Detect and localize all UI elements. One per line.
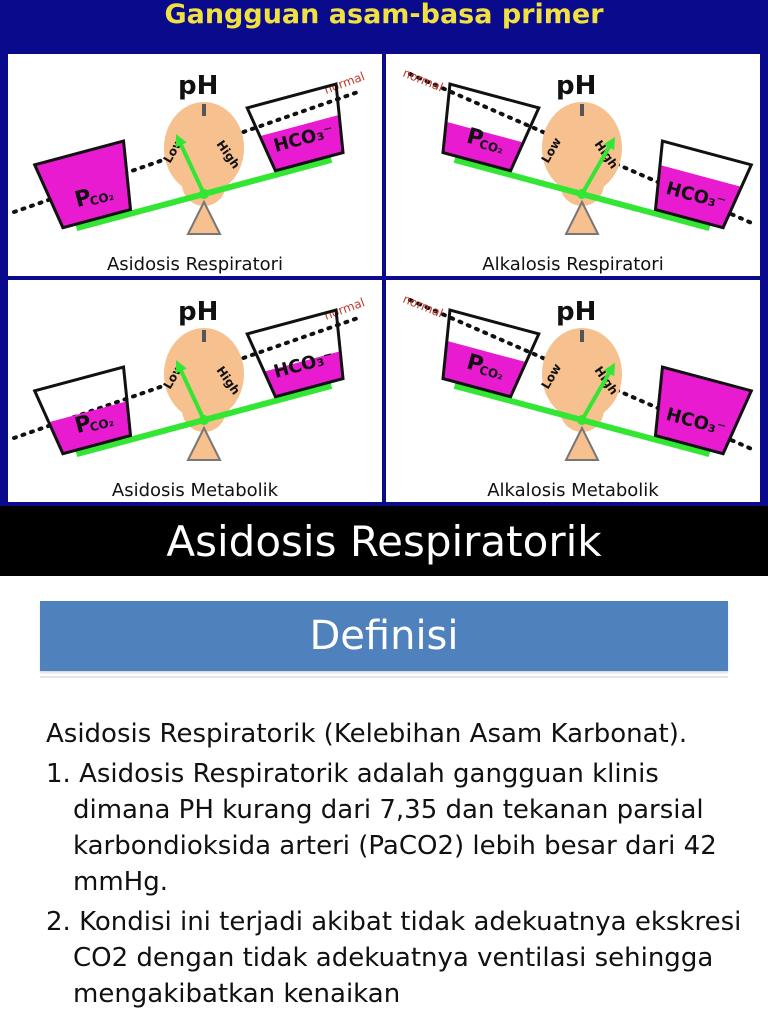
dial-body	[542, 328, 622, 420]
definition-body: Asidosis Respiratorik (Kelebihan Asam Ka…	[46, 716, 746, 1012]
ph-label: pH	[178, 71, 218, 101]
dial-tick-normal	[580, 330, 584, 342]
normal-label: normal	[401, 66, 445, 95]
hco3-bucket: HCO₃⁻	[245, 308, 345, 399]
pivot-triangle	[186, 199, 222, 235]
slide1-title: Gangguan asam-basa primer	[164, 0, 604, 30]
hco3-bucket: HCO₃⁻	[245, 82, 345, 173]
dial-body	[164, 328, 244, 420]
ph-pointer	[580, 141, 614, 195]
slide2-title: Asidosis Respiratorik	[166, 517, 602, 566]
hco3-bucket: HCO₃⁻	[653, 365, 754, 456]
ph-label: pH	[556, 71, 596, 101]
bucket-label-pco2: P	[464, 124, 486, 152]
bucket-outline	[32, 139, 133, 230]
dial-tick-normal	[580, 104, 584, 116]
bucket-fill	[442, 121, 524, 171]
bucket-outline	[653, 365, 754, 456]
normal-label: normal	[322, 295, 366, 323]
pivot-triangle	[564, 425, 600, 461]
slide2-title-band	[0, 506, 768, 576]
bucket-fill	[34, 141, 131, 228]
bucket-outline	[441, 82, 541, 173]
normal-label: normal	[322, 69, 366, 97]
ph-pointer	[176, 138, 206, 195]
dial-tick-normal	[202, 330, 206, 342]
ph-label: pH	[178, 297, 218, 327]
bucket-outline	[653, 139, 754, 230]
normal-label: normal	[401, 292, 445, 321]
panel-caption: Alkalosis Metabolik	[487, 480, 659, 501]
ph-pointer-head	[603, 136, 615, 151]
bucket-outline	[32, 365, 133, 456]
ph-pointer-head	[175, 360, 187, 374]
paragraph-point-2: 2. Kondisi ini terjadi akibat tidak adek…	[46, 907, 742, 1009]
bucket-label-pco2: P	[72, 185, 94, 213]
pivot-triangle	[186, 425, 222, 461]
ph-pointer-head	[175, 134, 187, 148]
bucket-label-pco2: P	[72, 411, 94, 439]
bucket-fill	[655, 367, 752, 454]
bucket-outline	[245, 308, 345, 399]
dial-body	[164, 102, 244, 194]
bucket-label-pco2-sub: CO₂	[478, 137, 505, 157]
bucket-label-pco2: P	[464, 350, 486, 378]
panel-caption: Asidosis Metabolik	[112, 480, 279, 501]
pivot-triangle	[564, 199, 600, 235]
dial-tick-normal	[202, 104, 206, 116]
bucket-fill	[264, 351, 344, 397]
panel-caption: Alkalosis Respiratori	[482, 254, 663, 275]
dial-body	[542, 102, 622, 194]
definisi-label: Definisi	[309, 613, 459, 659]
ph-pointer	[580, 367, 614, 421]
definisi-header: Definisi	[40, 601, 728, 671]
ph-label: pH	[556, 297, 596, 327]
bucket-fill	[655, 165, 742, 228]
bucket-outline	[441, 308, 541, 399]
ph-pointer-head	[603, 362, 615, 377]
paragraph-intro: Asidosis Respiratorik (Kelebihan Asam Ka…	[46, 719, 688, 749]
hco3-bucket: HCO₃⁻	[653, 139, 754, 230]
bucket-label-pco2-sub: CO₂	[478, 363, 505, 383]
header-underline	[40, 676, 728, 678]
bucket-outline	[245, 82, 345, 173]
bucket-label-pco2-sub: CO₂	[88, 415, 115, 435]
paragraph-point-1: 1. Asidosis Respiratorik adalah gangguan…	[46, 759, 717, 897]
ph-pointer	[176, 364, 206, 421]
bucket-label-pco2-sub: CO₂	[88, 189, 115, 209]
panel-caption: Asidosis Respiratori	[107, 254, 283, 275]
